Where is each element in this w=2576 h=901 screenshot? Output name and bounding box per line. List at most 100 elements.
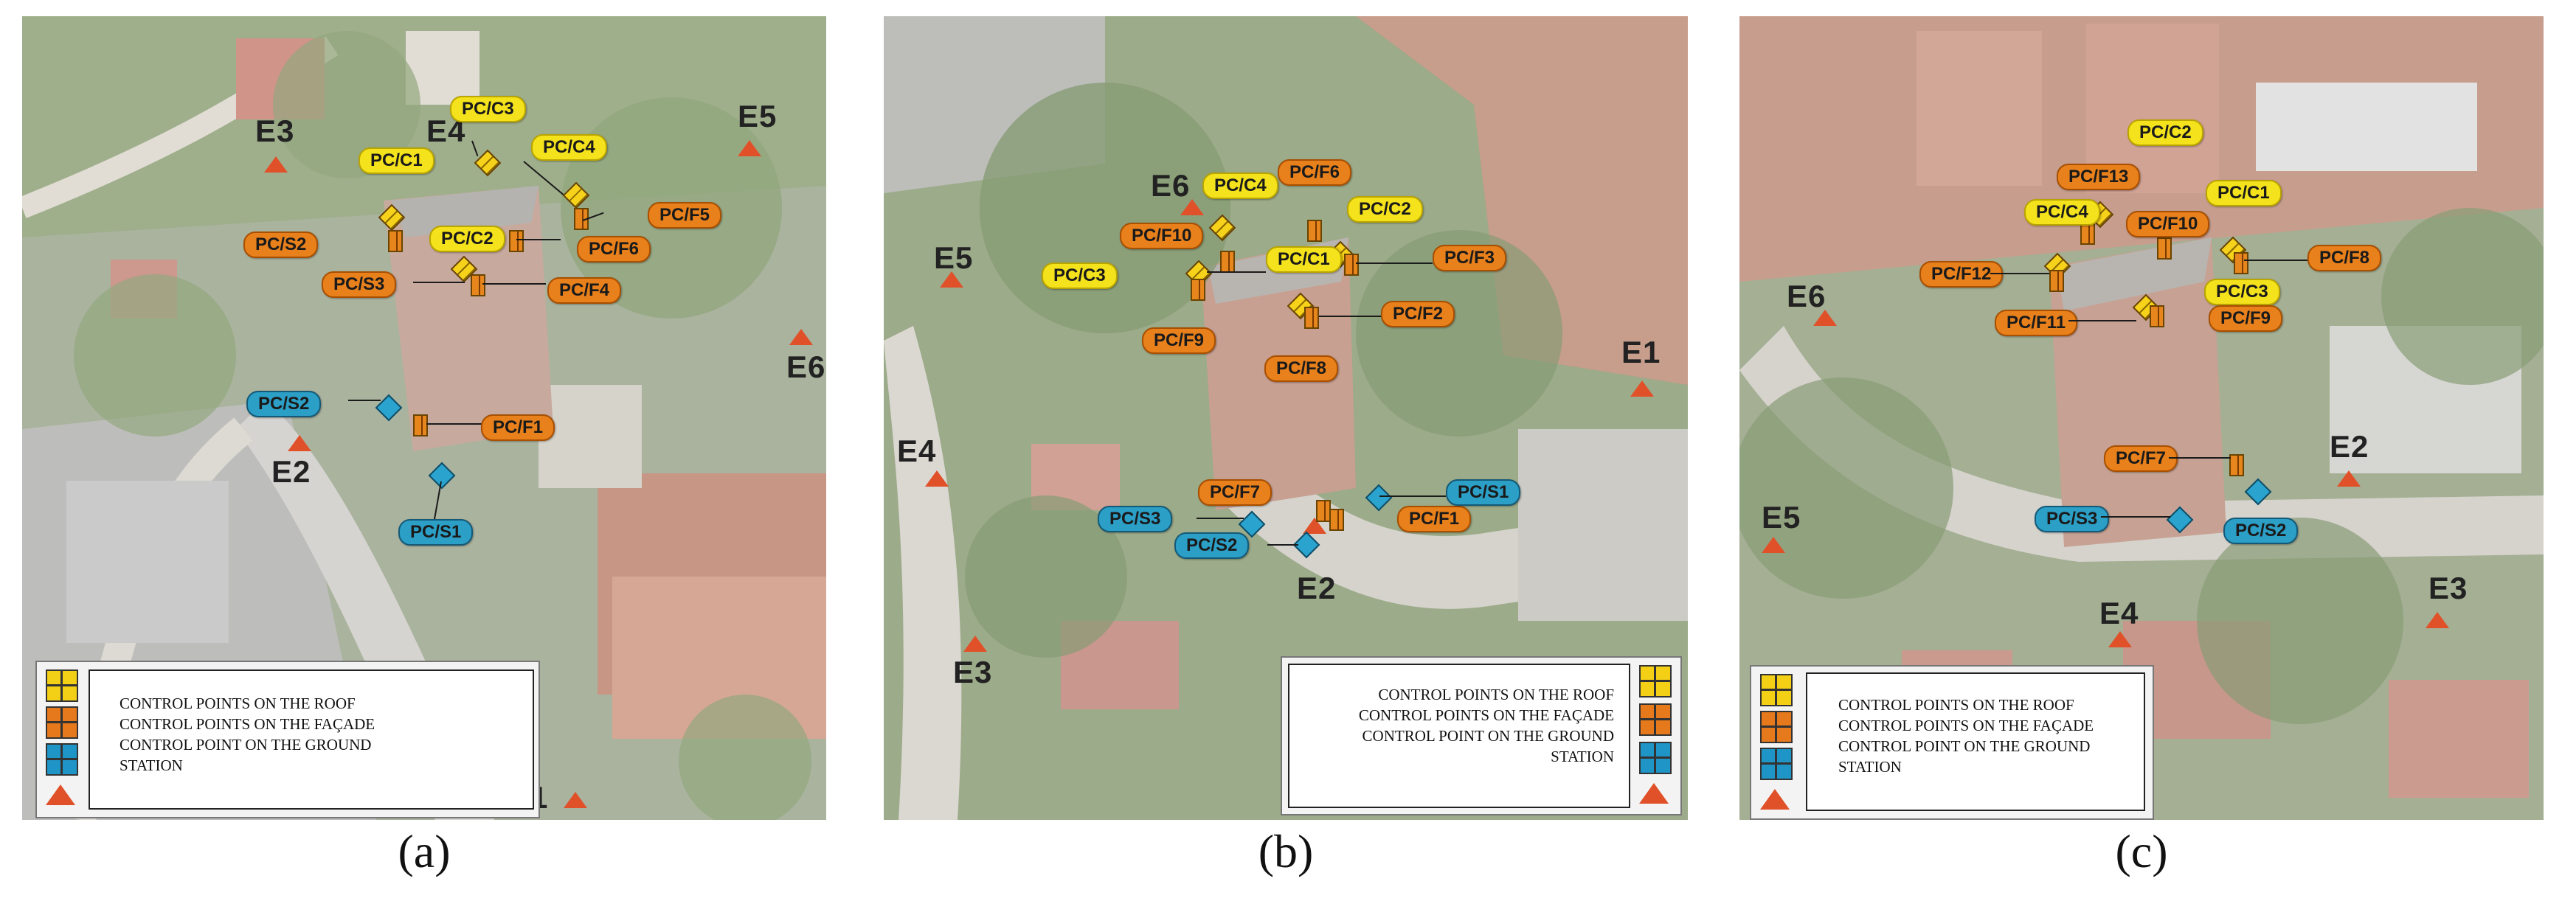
leader-line <box>1197 518 1244 519</box>
station-label: E2 <box>2330 429 2369 464</box>
ground-legend-icon <box>46 743 78 776</box>
leader-line <box>1267 544 1298 546</box>
point-label-ground: PC/S2 <box>246 391 322 417</box>
point-label-facade: PC/F12 <box>1919 261 2004 288</box>
legend-station-text: STATION <box>1551 748 1614 765</box>
point-label-ground: PC/S1 <box>398 519 474 546</box>
point-label-roof: PC/C1 <box>1266 246 1342 273</box>
leader-line <box>1207 271 1266 273</box>
station-marker <box>288 435 311 451</box>
legend-roof-text: CONTROL POINTS ON THE ROOF <box>1838 696 2074 714</box>
point-label-facade: PC/F11 <box>1995 310 2078 336</box>
station-marker <box>738 140 761 156</box>
facade-marker <box>413 414 428 436</box>
station-marker <box>2108 631 2132 647</box>
leader-line <box>1990 273 2049 274</box>
point-label-roof: PC/C3 <box>2204 279 2280 305</box>
facade-marker <box>1344 254 1359 276</box>
point-label-facade: PC/F1 <box>481 414 555 441</box>
station-legend-icon <box>46 785 75 805</box>
facade-marker <box>2229 454 2244 476</box>
facade-marker <box>471 274 485 296</box>
point-label-roof: PC/C4 <box>1202 173 1278 199</box>
roof-legend-icon <box>46 669 78 702</box>
station-label: E4 <box>2099 596 2139 630</box>
point-label-facade: PC/F9 <box>1142 327 1216 354</box>
leader-line <box>2068 320 2136 321</box>
legend-ground-text: CONTROL POINT ON THE GROUND <box>1362 727 1614 745</box>
facade-marker <box>2049 270 2064 292</box>
ground-legend-icon <box>1639 742 1672 774</box>
point-label-facade: PC/F5 <box>648 202 722 229</box>
facade-marker <box>1191 279 1205 301</box>
station-label: E3 <box>255 114 295 148</box>
leader-line <box>426 423 500 425</box>
legend-facade-text: CONTROL POINTS ON THE FAÇADE <box>1358 706 1614 724</box>
station-marker <box>1180 199 1204 215</box>
legend-roof-text: CONTROL POINTS ON THE ROOF <box>1378 686 1614 703</box>
point-label-facade: PC/S3 <box>322 271 397 298</box>
legend-text: CONTROL POINTS ON THE ROOF CONTROL POINT… <box>1806 672 2145 811</box>
station-marker <box>789 329 813 345</box>
point-label-facade: PC/F1 <box>1397 506 1472 532</box>
point-label-ground: PC/S3 <box>1098 506 1173 532</box>
legend-station-text: STATION <box>1838 758 1902 776</box>
leader-line <box>413 282 465 283</box>
legend-roof-text: CONTROL POINTS ON THE ROOF <box>120 695 356 712</box>
station-marker <box>1762 537 1785 553</box>
point-label-facade: PC/F10 <box>2126 211 2210 237</box>
station-label: E1 <box>1621 335 1661 369</box>
point-label-roof: PC/C3 <box>450 96 526 122</box>
facade-legend-icon <box>1639 703 1672 736</box>
leader-line <box>1356 262 1433 264</box>
legend-text: CONTROL POINTS ON THE ROOF CONTROL POINT… <box>1288 664 1630 808</box>
point-label-roof: PC/C2 <box>1347 196 1423 223</box>
caption-b: (b) <box>1258 825 1314 877</box>
point-label-facade: PC/S2 <box>243 232 319 258</box>
facade-marker <box>1316 500 1331 522</box>
point-label-facade: PC/F6 <box>577 236 651 262</box>
point-label-facade: PC/F3 <box>1433 245 1507 271</box>
facade-marker <box>1307 220 1322 242</box>
legend: CONTROL POINTS ON THE ROOF CONTROL POINT… <box>35 661 540 818</box>
legend: CONTROL POINTS ON THE ROOF CONTROL POINT… <box>1281 656 1682 815</box>
legend-facade-text: CONTROL POINTS ON THE FAÇADE <box>120 715 375 733</box>
leader-line <box>348 400 381 401</box>
facade-marker <box>2234 252 2248 274</box>
point-label-ground: PC/S2 <box>2223 518 2299 544</box>
facade-marker <box>509 230 524 252</box>
point-label-ground: PC/S1 <box>1446 479 1521 506</box>
point-label-facade: PC/F7 <box>1198 479 1273 506</box>
roof-legend-icon <box>1760 674 1793 706</box>
point-label-ground: PC/S2 <box>1174 532 1250 559</box>
point-label-facade: PC/F10 <box>1120 223 1204 249</box>
station-label: E4 <box>897 434 937 468</box>
facade-marker <box>2150 305 2164 327</box>
point-label-facade: PC/F6 <box>1278 159 1352 186</box>
station-label: E5 <box>738 99 778 133</box>
leader-line <box>482 283 546 285</box>
leader-line <box>2101 516 2170 518</box>
leader-line <box>1379 495 1446 497</box>
facade-marker <box>388 230 403 252</box>
point-label-roof: PC/C4 <box>2024 199 2100 226</box>
station-label: E3 <box>2428 571 2468 605</box>
station-label: E2 <box>271 454 311 489</box>
point-label-roof: PC/C2 <box>429 226 505 252</box>
station-marker <box>1813 310 1837 326</box>
point-label-roof: PC/C2 <box>2127 119 2203 146</box>
station-marker <box>2426 612 2449 628</box>
point-label-ground: PC/S3 <box>2035 506 2110 532</box>
legend-text: CONTROL POINTS ON THE ROOF CONTROL POINT… <box>89 669 534 810</box>
station-marker <box>2337 470 2361 487</box>
station-marker <box>564 792 587 808</box>
point-label-facade: PC/F8 <box>2307 245 2382 271</box>
station-label: E3 <box>953 655 993 689</box>
station-label: E6 <box>786 349 826 384</box>
point-label-roof: PC/C1 <box>2206 180 2282 206</box>
facade-marker <box>2080 223 2095 245</box>
leader-line <box>516 239 561 240</box>
caption-c: (c) <box>2115 825 2168 877</box>
legend-ground-text: CONTROL POINT ON THE GROUND <box>1838 737 2091 755</box>
station-marker <box>264 156 288 173</box>
